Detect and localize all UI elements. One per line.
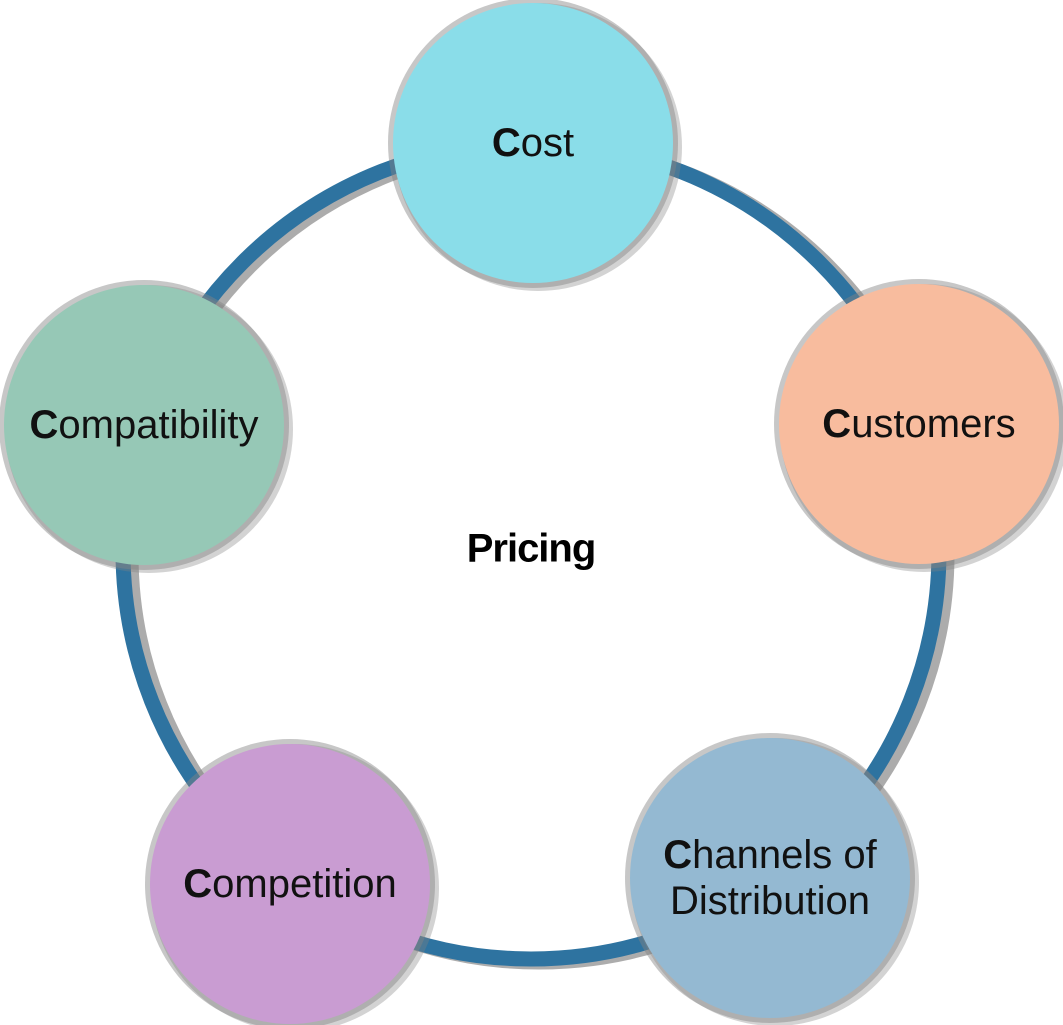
node-customers-initial: C bbox=[822, 402, 852, 446]
node-channels-of-distribution: Channels of Distribution bbox=[630, 738, 910, 1018]
node-cost-rest: ost bbox=[520, 121, 575, 165]
node-competition-rest: ompetition bbox=[212, 862, 397, 906]
node-channels-of-distribution-rest: hannels of Distribution bbox=[669, 833, 877, 923]
node-competition: Competition bbox=[150, 744, 430, 1024]
node-channels-of-distribution-initial: C bbox=[663, 833, 693, 877]
node-competition-initial: C bbox=[183, 862, 213, 906]
node-customers-label: Customers bbox=[822, 401, 1015, 447]
node-cost-label: Cost bbox=[492, 120, 574, 166]
node-compatibility-label: Compatibility bbox=[30, 402, 259, 448]
node-customers-rest: ustomers bbox=[851, 402, 1016, 446]
node-customers: Customers bbox=[779, 284, 1059, 564]
diagram-center-title: Pricing bbox=[466, 526, 597, 571]
node-compatibility-initial: C bbox=[29, 403, 59, 447]
node-cost-initial: C bbox=[491, 121, 521, 165]
node-channels-of-distribution-label: Channels of Distribution bbox=[663, 832, 876, 924]
node-competition-label: Competition bbox=[183, 861, 396, 907]
node-cost: Cost bbox=[393, 3, 673, 283]
node-compatibility-rest: ompatibility bbox=[58, 403, 259, 447]
node-compatibility: Compatibility bbox=[4, 285, 284, 565]
